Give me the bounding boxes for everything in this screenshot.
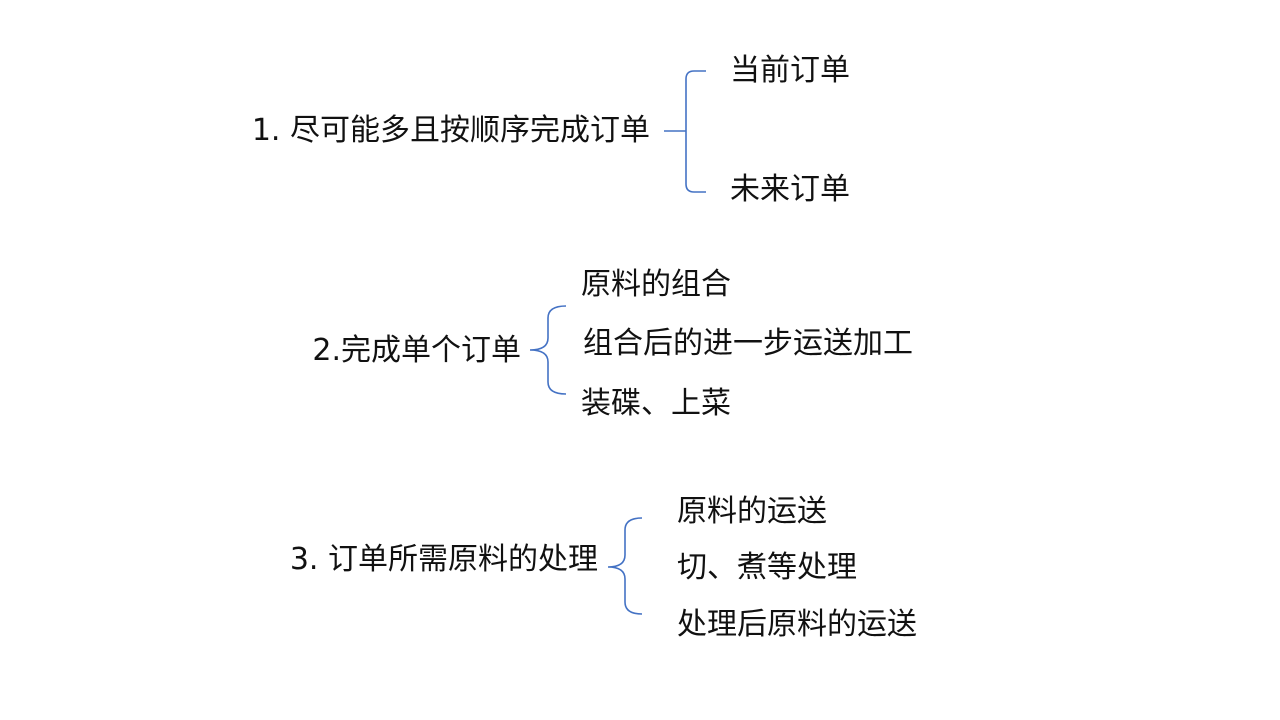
group-2-item-3: 装碟、上菜 bbox=[581, 386, 731, 421]
bracket-3-curly bbox=[607, 517, 643, 615]
bracket-group-2 bbox=[529, 305, 567, 395]
group-1-label: 1. 尽可能多且按顺序完成订单 bbox=[251, 113, 650, 148]
bracket-group-1 bbox=[664, 70, 706, 193]
group-3-item-1: 原料的运送 bbox=[677, 494, 827, 529]
group-1-item-1: 当前订单 bbox=[730, 53, 850, 88]
group-3-label: 3. 订单所需原料的处理 bbox=[289, 542, 598, 577]
group-1-item-2: 未来订单 bbox=[730, 172, 850, 207]
group-3-item-3: 处理后原料的运送 bbox=[677, 607, 917, 642]
group-2-label: 2.完成单个订单 bbox=[312, 333, 521, 368]
bracket-group-3 bbox=[607, 517, 643, 615]
bracket-1-spine bbox=[685, 70, 706, 193]
group-3-item-2: 切、煮等处理 bbox=[677, 550, 857, 585]
bracket-2-curly bbox=[529, 305, 567, 395]
group-2-item-2: 组合后的进一步运送加工 bbox=[583, 326, 913, 361]
group-2-item-1: 原料的组合 bbox=[581, 267, 731, 302]
